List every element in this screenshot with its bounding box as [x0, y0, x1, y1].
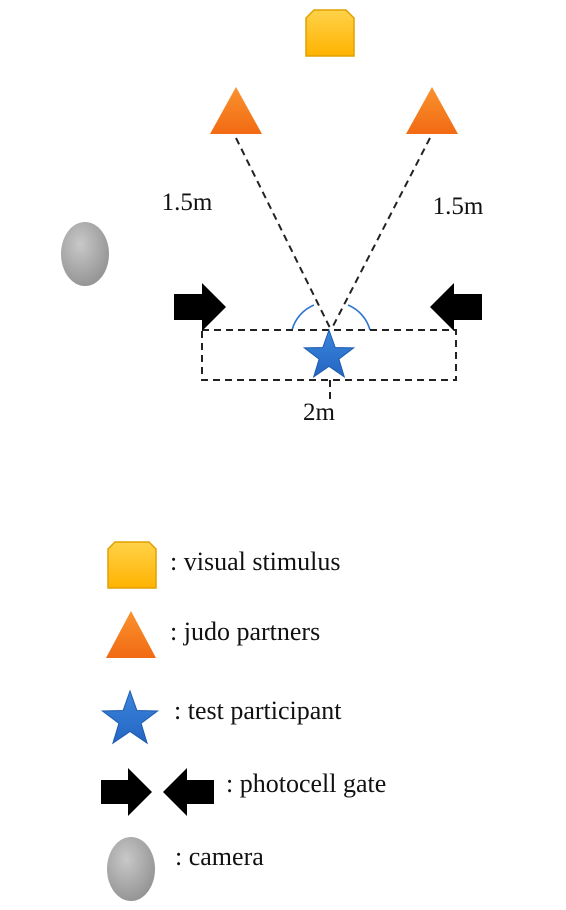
left-partner-line — [235, 137, 332, 331]
left-angle-arc — [291, 304, 315, 331]
legend-test-participant-icon — [100, 689, 160, 745]
right-angle-arc — [347, 304, 371, 331]
legend-photocell-gate-icon-left-arrow — [163, 768, 214, 816]
legend: : visual stimulus : judo partners : test… — [100, 541, 386, 901]
camera-icon — [61, 222, 109, 286]
legend-label-camera: : camera — [175, 842, 264, 871]
legend-camera-icon — [107, 837, 155, 901]
photocell-gate-icon-left — [174, 283, 226, 331]
visual-stimulus-icon — [305, 9, 355, 57]
gate-width-label: 2m — [303, 399, 336, 426]
photocell-gate-icon-right — [430, 283, 482, 331]
legend-label-test-participant: : test participant — [174, 696, 342, 725]
judo-partner-icon-right — [406, 87, 458, 134]
legend-judo-partner-icon — [106, 611, 156, 658]
judo-partner-icon-left — [210, 87, 262, 134]
right-partner-line — [330, 137, 431, 331]
gate-area — [201, 329, 457, 381]
left-distance-label: 1.5m — [162, 189, 213, 216]
legend-label-visual-stimulus: : visual stimulus — [170, 547, 340, 576]
legend-photocell-gate-icon-right-arrow — [101, 768, 152, 816]
legend-label-photocell-gate: : photocell gate — [226, 769, 386, 798]
legend-visual-stimulus-icon — [107, 541, 157, 589]
right-distance-label: 1.5m — [433, 193, 484, 220]
test-participant-icon — [302, 328, 356, 379]
legend-label-judo-partners: : judo partners — [170, 617, 320, 646]
